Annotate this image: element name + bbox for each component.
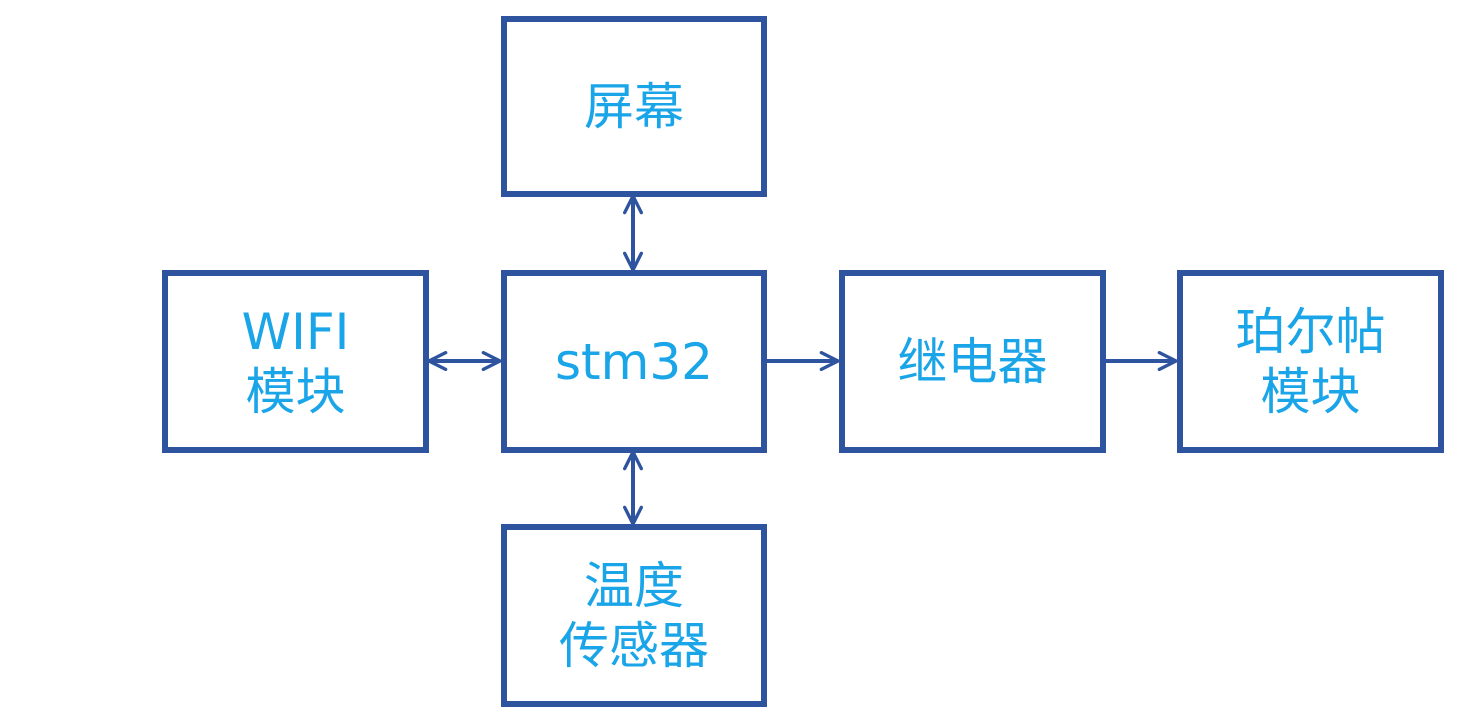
- node-peltier-label-line1: 珀尔帖: [1235, 302, 1386, 361]
- node-relay: 继电器: [839, 270, 1106, 453]
- node-peltier-module: 珀尔帖 模块: [1177, 270, 1444, 453]
- node-temp-sensor-label-line2: 传感器: [559, 616, 709, 675]
- node-screen: 屏幕: [501, 16, 767, 197]
- node-relay-label: 继电器: [897, 332, 1048, 391]
- node-wifi-module: WIFI 模块: [162, 270, 429, 453]
- node-wifi-label-line2: 模块: [245, 362, 346, 421]
- node-peltier-label-line2: 模块: [1260, 362, 1361, 421]
- node-stm32-label: stm32: [555, 332, 713, 391]
- node-wifi-label-line1: WIFI: [241, 302, 350, 361]
- node-temp-sensor-label-line1: 温度: [584, 556, 684, 615]
- node-stm32: stm32: [501, 270, 767, 453]
- node-screen-label: 屏幕: [584, 77, 684, 136]
- node-temperature-sensor: 温度 传感器: [501, 524, 767, 707]
